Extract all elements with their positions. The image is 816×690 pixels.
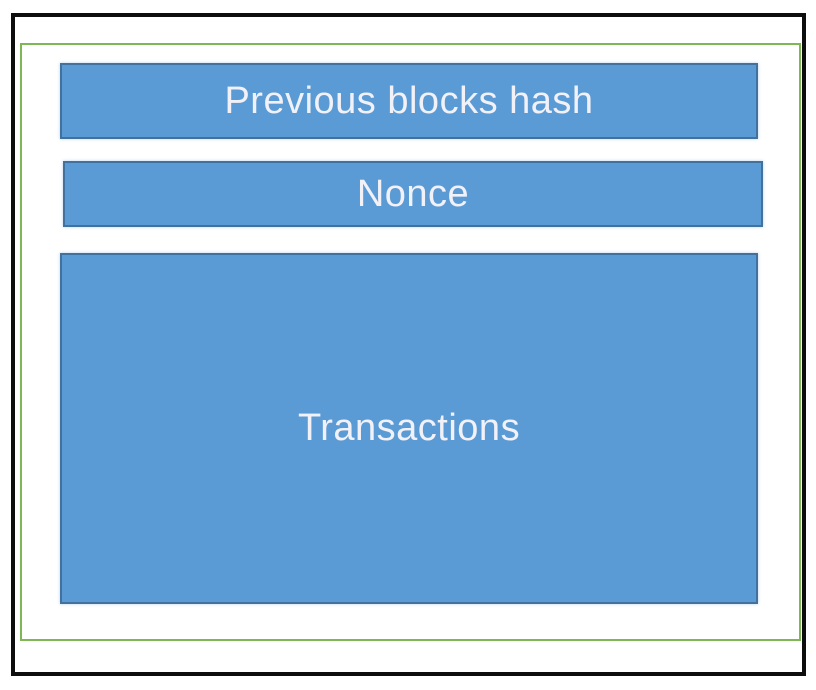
block-nonce: Nonce — [63, 161, 763, 227]
block-transactions: Transactions — [60, 253, 758, 604]
block-transactions-label: Transactions — [297, 407, 521, 449]
outer-frame — [11, 13, 806, 676]
block-nonce-label: Nonce — [356, 172, 470, 215]
block-previous-hash: Previous blocks hash — [60, 63, 758, 139]
block-previous-hash-label: Previous blocks hash — [224, 79, 594, 122]
inner-green-frame — [20, 43, 801, 641]
